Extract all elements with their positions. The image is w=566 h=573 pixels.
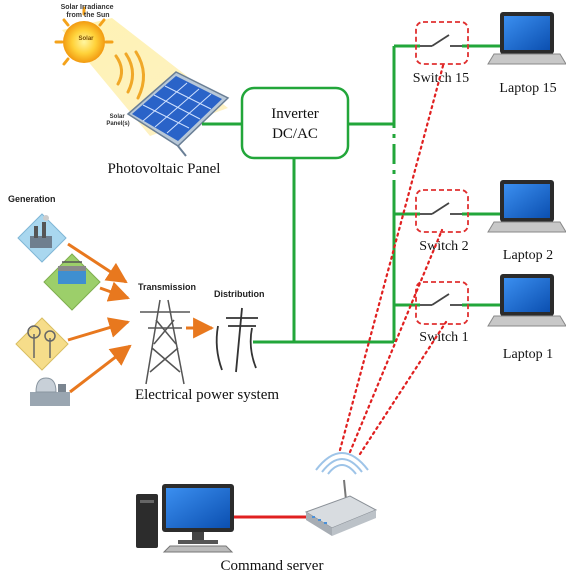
generation-label: Generation	[8, 194, 56, 204]
nuclear-plant-icon	[30, 377, 70, 406]
distribution-label: Distribution	[214, 289, 265, 299]
wind-turbine-icon	[15, 317, 69, 371]
inverter-label-line1: Inverter	[271, 106, 318, 122]
solar-panel-icon	[126, 71, 230, 157]
arrow-factory	[67, 242, 128, 284]
irradiance-label-line1: Solar Irradiance	[61, 4, 114, 11]
wifi-signal-icon	[315, 452, 369, 475]
solar-section: Solar Irradiance from the Sun Solar	[54, 4, 230, 177]
sun-rays	[114, 50, 145, 100]
command-server-caption: Command server	[221, 558, 324, 573]
laptop-1-label: Laptop 1	[503, 347, 553, 362]
switch-1-label: Switch 1	[419, 330, 468, 345]
power-system-section: Generation	[8, 194, 279, 406]
laptop-2-icon	[487, 180, 566, 233]
link-to-switch1	[358, 320, 448, 456]
panel-label-line2: Panel(s)	[106, 121, 129, 127]
desktop-computer-icon	[136, 484, 234, 553]
switch-1-box	[415, 281, 469, 325]
switch-1-lever	[431, 293, 450, 306]
sun-label: Solar	[78, 36, 94, 42]
control-links	[338, 60, 448, 456]
laptop-2[interactable]: Laptop 2	[487, 180, 566, 263]
switch-2-lever	[431, 202, 450, 215]
switch-15-label: Switch 15	[413, 71, 469, 86]
laptop-15-icon	[487, 12, 566, 65]
laptop-1[interactable]: Laptop 1	[487, 274, 566, 362]
switch-15[interactable]: Switch 15	[413, 21, 469, 86]
inverter-box: Inverter DC/AC	[240, 86, 350, 160]
laptop-15-label: Laptop 15	[499, 81, 556, 96]
panel-label-line1: Solar	[110, 114, 126, 120]
laptop-2-label: Laptop 2	[503, 248, 553, 263]
panel-label: Solar Panel(s)	[106, 114, 129, 127]
laptop-1-icon	[487, 274, 566, 327]
arrow-nuclear	[69, 344, 132, 394]
irradiance-label: Solar Irradiance from the Sun	[61, 4, 116, 19]
switch-1[interactable]: Switch 1	[415, 281, 469, 345]
sun-icon	[54, 6, 114, 66]
electrical-power-system-caption: Electrical power system	[135, 387, 279, 403]
hydro-dam-icon	[43, 253, 101, 311]
arrow-hydro	[99, 281, 130, 302]
transmission-label: Transmission	[138, 282, 196, 292]
irradiance-label-line2: from the Sun	[66, 12, 109, 19]
switch-2-box	[415, 189, 469, 233]
link-to-switch15	[338, 60, 446, 452]
generation-arrows	[67, 242, 215, 394]
inverter-label-line2: DC/AC	[272, 126, 318, 142]
transmission-tower-icon	[140, 299, 190, 385]
switch-2-label: Switch 2	[419, 239, 468, 254]
laptop-15[interactable]: Laptop 15	[487, 12, 566, 96]
switch-2[interactable]: Switch 2	[415, 189, 469, 254]
command-server[interactable]: Command server	[136, 479, 378, 573]
arrow-wind	[67, 317, 131, 342]
router-icon	[304, 479, 378, 536]
photovoltaic-panel-caption: Photovoltaic Panel	[108, 161, 221, 177]
switch-15-lever	[431, 34, 450, 47]
factory-icon	[17, 213, 67, 263]
switch-15-box	[415, 21, 469, 65]
distribution-pole-icon	[215, 307, 258, 373]
link-to-switch2	[348, 228, 444, 454]
